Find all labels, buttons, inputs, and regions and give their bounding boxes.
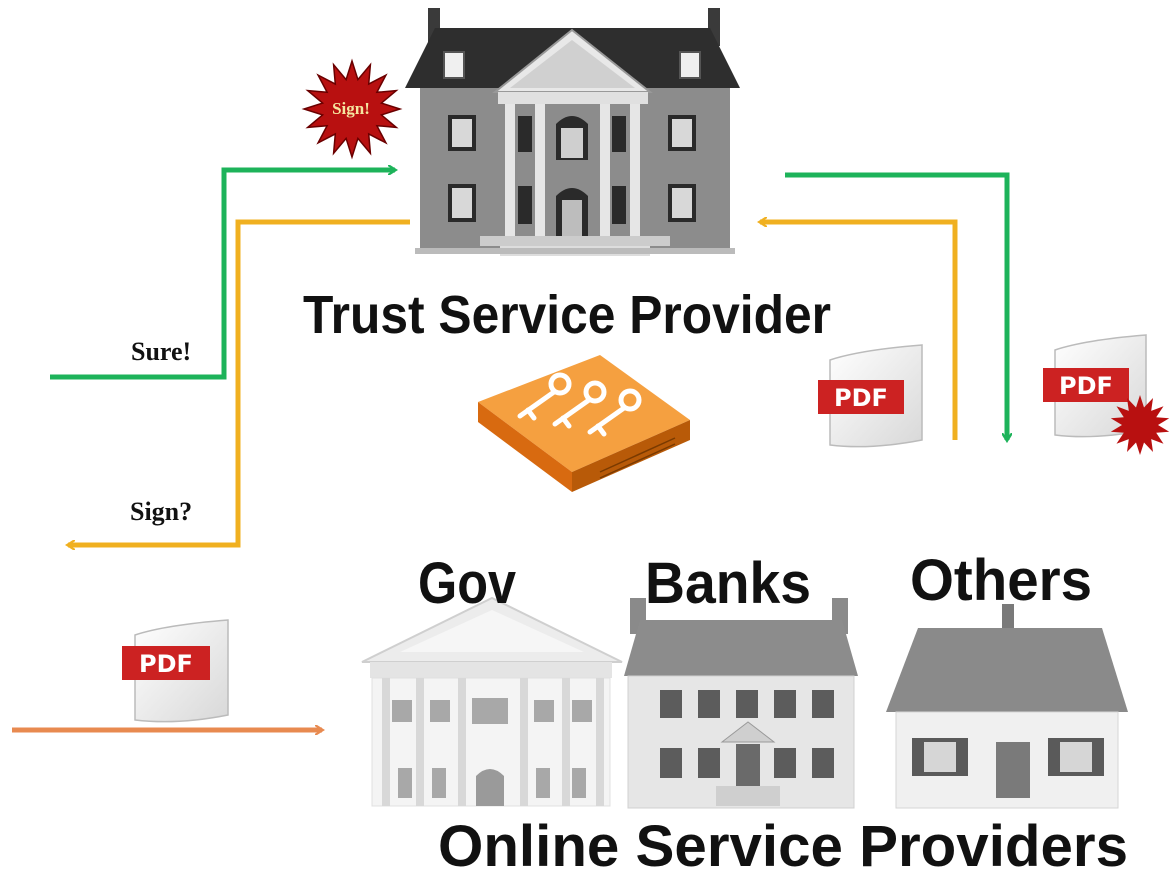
pdf-label-signed: PDF xyxy=(1059,372,1113,400)
sign-badge-label: Sign! xyxy=(332,99,370,118)
government-building-icon xyxy=(361,596,623,807)
house-icon xyxy=(886,604,1128,809)
online-service-providers-label: Online Service Providers xyxy=(438,814,1128,876)
signature-seal-icon xyxy=(1110,395,1170,455)
arrow-sure-green xyxy=(50,170,395,380)
sure-label: Sure! xyxy=(131,337,191,366)
mansion-icon xyxy=(405,8,740,256)
gov-label: Gov xyxy=(418,551,516,616)
key-hsm-icon xyxy=(478,355,690,492)
arrow-signed-green xyxy=(785,172,1007,440)
banks-label: Banks xyxy=(645,551,811,616)
sign-question-label: Sign? xyxy=(130,497,192,526)
pdf-document-icon: PDF xyxy=(1043,334,1170,455)
arrow-sign-yellow xyxy=(68,219,410,545)
pdf-label-left: PDF xyxy=(139,650,193,678)
bank-building-icon xyxy=(624,598,858,809)
others-label: Others xyxy=(910,548,1092,613)
pdf-label-center: PDF xyxy=(834,384,888,412)
pdf-document-icon: PDF xyxy=(122,619,229,723)
trust-service-provider-label: Trust Service Provider xyxy=(303,285,831,345)
pdf-document-icon: PDF xyxy=(818,344,923,448)
arrow-pdf-yellow xyxy=(760,222,958,440)
signature-seal-icon: Sign! xyxy=(301,58,403,160)
